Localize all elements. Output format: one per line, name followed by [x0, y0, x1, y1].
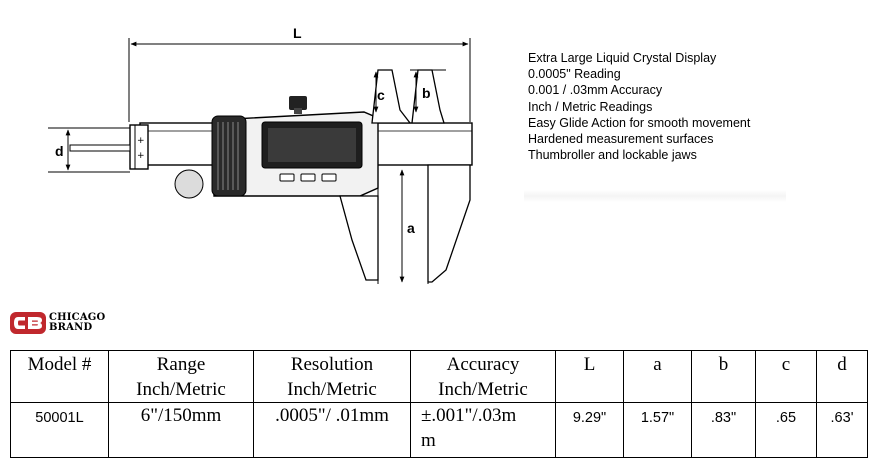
feature-item: Inch / Metric Readings [528, 99, 653, 114]
feature-list: Extra Large Liquid Crystal Display 0.000… [528, 50, 868, 163]
table-row: 50001L 6"/150mm .0005"/ .01mm ±.001"/.03… [10, 402, 868, 458]
dim-label-c: c [377, 87, 385, 103]
cell-a: 1.57" [623, 402, 692, 458]
divider [524, 190, 786, 202]
header-b: b [691, 350, 756, 403]
header-L: L [555, 350, 624, 403]
feature-item: 0.0005" Reading [528, 67, 621, 82]
dimension-d: d [48, 127, 130, 173]
feature-item: Easy Glide Action for smooth movement [528, 115, 751, 130]
cell-model: 50001L [10, 402, 109, 458]
header-c: c [755, 350, 817, 403]
feature-item: Extra Large Liquid Crystal Display [528, 51, 717, 65]
brand-name: CHICAGO BRAND [49, 313, 105, 333]
svg-text:+: + [137, 136, 145, 146]
cell-d: .63' [816, 402, 868, 458]
brand-line-1: CHICAGO [49, 312, 106, 323]
dimension-b: b [410, 69, 446, 113]
cell-L: 9.29" [555, 402, 624, 458]
dim-label-b: b [422, 85, 431, 101]
feature-item: 0.001 / .03mm Accuracy [528, 83, 663, 98]
cell-range: 6"/150mm [108, 402, 254, 458]
brand-logo: CHICAGO BRAND [10, 311, 105, 335]
dim-label-L: L [293, 25, 302, 41]
cell-b: .83" [691, 402, 756, 458]
cell-resolution: .0005"/ .01mm [253, 402, 411, 458]
header-a: a [623, 350, 692, 403]
dim-label-a: a [407, 220, 415, 236]
caliper-diagram: L + + d c b [48, 25, 473, 284]
cell-c: .65 [755, 402, 817, 458]
feature-item: Hardened measurement surfaces [528, 132, 714, 147]
dim-label-d: d [55, 143, 64, 159]
dimension-L: L [128, 25, 471, 122]
svg-text:+: + [137, 151, 145, 161]
feature-item: Thumbroller and lockable jaws [528, 148, 697, 163]
dimension-c: c [373, 71, 385, 113]
header-model: Model # [10, 350, 109, 403]
brand-line-2: BRAND [49, 322, 93, 333]
header-d: d [816, 350, 868, 403]
cb-logo-icon [10, 312, 46, 334]
dimension-a: a [399, 169, 415, 283]
